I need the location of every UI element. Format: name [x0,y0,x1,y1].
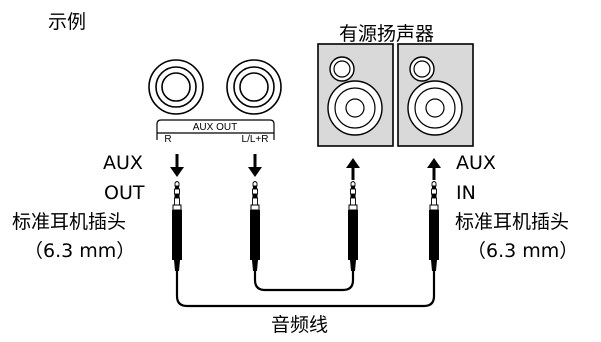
outer-cable [175,271,436,308]
plug-aux-out-l-icon [249,181,261,272]
left-speaker-icon [317,43,394,147]
plug-speaker-left-icon [347,181,359,272]
arrow-down-icon [170,154,184,177]
arrow-up-icon [427,158,441,180]
right-label-plug: 标准耳机插头 [455,211,570,233]
aux-out-jack-r-icon [148,59,204,115]
left-label-aux: AUX [103,152,143,174]
inner-cable [253,271,355,292]
aux-out-bracket: AUX OUT R L/L+R [156,119,275,145]
jack-l-label: L/L+R [242,134,269,145]
right-label-in: IN [456,182,476,204]
right-speaker-icon [397,43,474,147]
aux-out-label: AUX OUT [193,122,237,133]
plug-speaker-right-icon [428,181,440,272]
jack-r-label: R [164,134,171,145]
left-label-plug: 标准耳机插头 [12,211,127,233]
right-label-size: （6.3 mm） [467,240,579,262]
diagram-title: 示例 [48,11,87,33]
left-label-size: （6.3 mm） [24,240,136,262]
aux-out-jack-l-icon [226,59,282,115]
right-label-aux: AUX [456,152,496,174]
cable-label: 音频线 [271,314,329,336]
speaker-label: 有源扬声器 [339,23,435,45]
arrow-down-icon [248,154,262,177]
arrow-up-icon [346,158,360,180]
left-label-out: OUT [104,182,145,204]
plug-aux-out-r-icon [171,181,183,272]
